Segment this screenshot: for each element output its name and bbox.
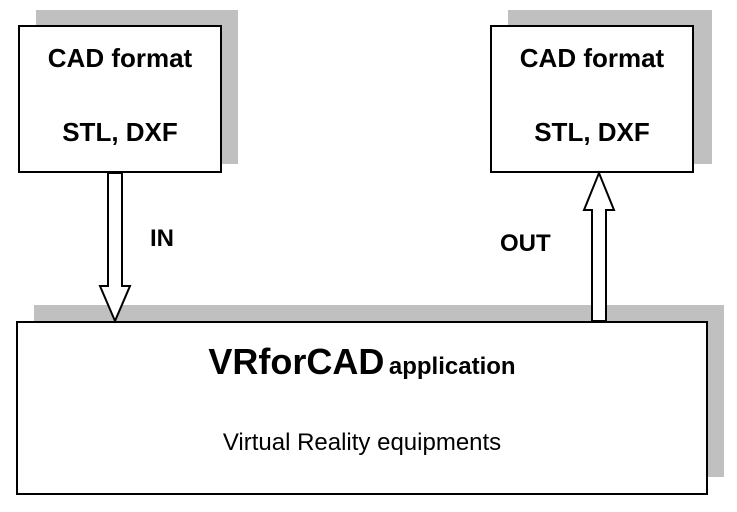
output-box-title: CAD format: [519, 43, 665, 73]
app-subtitle: Virtual Reality equipments: [222, 429, 502, 456]
input-cad-format-box: CAD format STL, DXF: [18, 25, 222, 173]
vrforcad-application-box: VRforCAD application Virtual Reality equ…: [16, 321, 708, 495]
app-name: VRforCAD: [208, 341, 385, 382]
output-cad-format-box: CAD format STL, DXF: [490, 25, 694, 173]
out-arrow: [582, 170, 616, 322]
in-label: IN: [150, 225, 174, 252]
input-box-formats: STL, DXF: [62, 117, 178, 147]
app-suffix: application: [388, 353, 516, 380]
out-label: OUT: [500, 230, 551, 257]
app-title-line: VRforCAD application: [18, 341, 706, 383]
in-arrow: [98, 172, 132, 324]
output-box-formats: STL, DXF: [534, 117, 650, 147]
input-box-title: CAD format: [47, 43, 193, 73]
